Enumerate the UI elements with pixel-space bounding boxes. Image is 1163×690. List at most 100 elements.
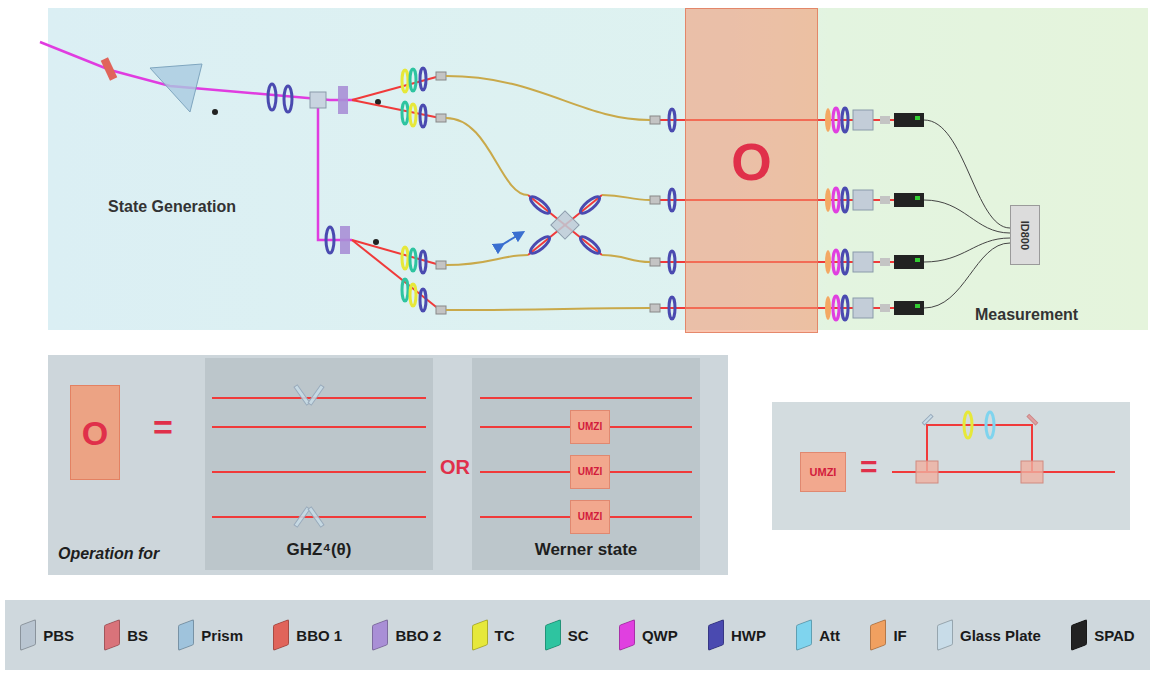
optic-part xyxy=(825,250,831,274)
operation-block: O xyxy=(685,8,818,333)
optic-part xyxy=(212,471,426,473)
optic-part xyxy=(916,461,938,483)
optic-part xyxy=(528,195,602,255)
pump-optics xyxy=(101,57,381,254)
optic-part xyxy=(880,116,890,124)
legend-label: BBO 1 xyxy=(296,627,342,644)
optic-part xyxy=(833,188,839,212)
optic-part xyxy=(212,397,426,399)
optic-part xyxy=(446,255,528,265)
optic-part xyxy=(650,304,660,312)
optic-part xyxy=(101,57,118,80)
legend-panel: PBSBSPrismBBO 1BBO 2TCSCQWPHWPAttIFGlass… xyxy=(5,600,1150,670)
equals-sign: = xyxy=(860,450,878,485)
optic-part xyxy=(308,507,324,527)
optic-part xyxy=(1027,414,1038,425)
optic-part xyxy=(825,296,831,320)
optic-part xyxy=(150,64,202,112)
optic-part xyxy=(420,68,426,90)
optic-part xyxy=(402,247,408,269)
optic-part xyxy=(853,110,873,130)
optic-part xyxy=(880,304,890,312)
input-hwp xyxy=(669,109,675,319)
optic-part xyxy=(446,118,528,195)
optic-part xyxy=(650,116,660,124)
optic-part xyxy=(402,102,408,124)
ghz-operation xyxy=(212,385,426,527)
umzi-box: UMZI xyxy=(570,455,610,489)
optic-part xyxy=(853,190,873,210)
optic-part xyxy=(402,279,408,301)
legend-item: PBS xyxy=(20,622,74,648)
optic-part xyxy=(205,358,433,570)
optic-part xyxy=(446,76,650,120)
legend-item: SPAD xyxy=(1071,622,1135,648)
box-label: UMZI xyxy=(578,466,602,478)
optic-part xyxy=(410,249,416,271)
fibers xyxy=(446,76,650,310)
legend-swatch xyxy=(545,619,561,651)
panels xyxy=(48,8,1148,575)
optic-part xyxy=(825,108,831,132)
optic-part xyxy=(894,255,924,269)
optic-part xyxy=(528,234,552,256)
optic-part xyxy=(268,84,276,110)
optic-part xyxy=(472,358,700,570)
legend-label: SPAD xyxy=(1094,627,1135,644)
optic-part xyxy=(915,196,920,200)
optic-part xyxy=(894,113,924,127)
legend-label: Att xyxy=(819,627,840,644)
legend-label: Prism xyxy=(201,627,243,644)
optic-part xyxy=(986,412,994,438)
optic-part xyxy=(833,108,839,132)
optic-part xyxy=(500,234,520,246)
optic-part xyxy=(922,414,933,425)
optic-part xyxy=(1021,461,1043,483)
optic-part xyxy=(436,114,446,122)
legend-swatch xyxy=(273,619,289,651)
optic-part xyxy=(833,296,839,320)
optic-part xyxy=(420,289,426,311)
legend-swatch xyxy=(372,619,388,651)
optic-part xyxy=(338,86,348,114)
legend-swatch xyxy=(472,619,488,651)
box-label: O xyxy=(82,416,108,450)
time-tagger-box: ID800 xyxy=(1010,205,1040,265)
optic-part xyxy=(410,69,416,91)
optic-part xyxy=(842,296,848,320)
legend-label: QWP xyxy=(642,627,678,644)
optic-part xyxy=(551,211,579,239)
box-label: UMZI xyxy=(810,466,837,479)
optic-part xyxy=(578,194,602,216)
legend-item: HWP xyxy=(708,622,766,648)
optic-part xyxy=(833,250,839,274)
optic-part xyxy=(48,8,1148,330)
optic-part xyxy=(915,258,920,262)
optic-part xyxy=(927,425,1032,472)
box-label: ID800 xyxy=(1019,220,1032,249)
optic-part xyxy=(602,195,650,200)
optic-part xyxy=(402,70,408,92)
optic-part xyxy=(650,196,660,204)
section-title: State Generation xyxy=(108,198,236,216)
umzi-box: UMZI xyxy=(570,410,610,444)
optic-part xyxy=(915,116,920,120)
optic-part xyxy=(480,397,692,399)
optic-part xyxy=(894,193,924,207)
optic-part xyxy=(669,251,675,273)
optic-part xyxy=(310,92,326,108)
optic-part xyxy=(284,86,292,112)
optic-part xyxy=(373,239,379,245)
optic-part xyxy=(924,238,1010,262)
legend-item: Prism xyxy=(178,622,243,648)
optic-part xyxy=(842,108,848,132)
optic-part xyxy=(669,297,675,319)
optic-part xyxy=(924,120,1010,228)
equals-sign: = xyxy=(153,408,173,447)
legend-swatch xyxy=(870,619,886,651)
pump-beam xyxy=(40,42,355,240)
optic-part xyxy=(410,104,416,126)
legend-label: PBS xyxy=(43,627,74,644)
optic-part xyxy=(410,284,416,306)
